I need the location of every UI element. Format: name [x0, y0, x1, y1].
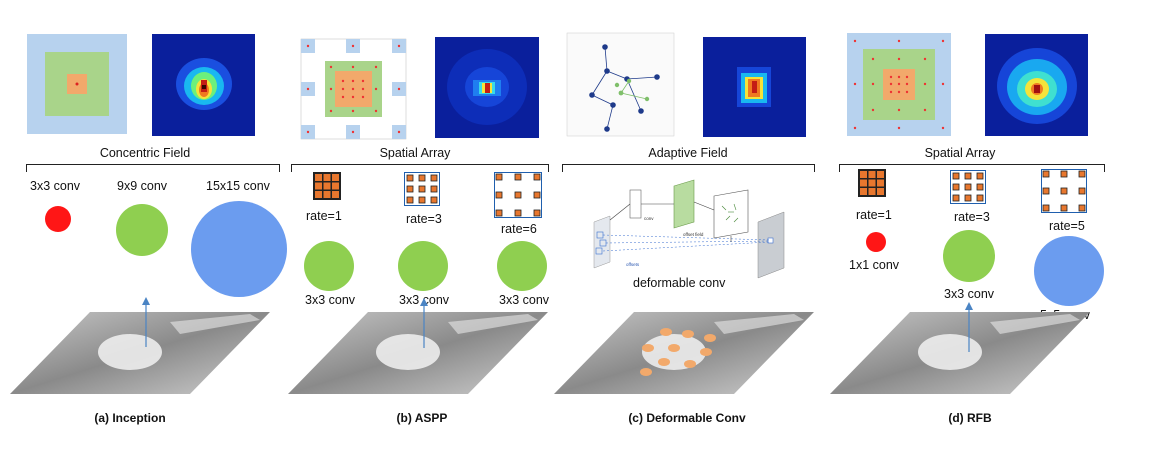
rfb-rate3-label: rate=3 — [954, 210, 990, 224]
inception-receptive-grid — [27, 34, 127, 134]
aspp-kernel-rate1 — [313, 172, 341, 200]
rfb-conv-label-1x1: 1x1 conv — [849, 258, 900, 272]
rfb-green-circle — [943, 230, 995, 282]
rfb-heatmap — [985, 34, 1088, 136]
inception-label-3x3: 3x3 conv — [30, 179, 81, 193]
aspp-arrow — [420, 298, 428, 348]
deformable-heatmap — [703, 37, 806, 137]
deformable-conv-diagram: conv offset field offsets — [593, 179, 785, 279]
rfb-kernel-rate5 — [1041, 169, 1087, 213]
aspp-rate1-label: rate=1 — [306, 209, 342, 223]
aspp-circle-1 — [304, 241, 354, 291]
aspp-kernel-rate3 — [404, 172, 440, 206]
aspp-kernel-rate6 — [494, 172, 542, 218]
deformable-conv-label: deformable conv — [633, 276, 726, 290]
rfb-rate1-label: rate=1 — [856, 208, 892, 222]
deformable-caption: (c) Deformable Conv — [628, 411, 746, 425]
aspp-circle-3 — [497, 241, 547, 291]
rfb-blue-circle — [1034, 236, 1104, 306]
aspp-heatmap — [435, 37, 539, 138]
aspp-circle-2 — [398, 241, 448, 291]
aspp-conv-label-1: 3x3 conv — [305, 293, 356, 307]
deformable-input-plane — [554, 312, 814, 394]
inception-red-circle — [45, 206, 71, 232]
deformable-brace — [562, 164, 815, 173]
rfb-rate5-label: rate=5 — [1049, 219, 1085, 233]
inception-brace — [26, 164, 280, 173]
inception-blue-circle — [191, 201, 287, 297]
inception-label-9x9: 9x9 conv — [117, 179, 168, 193]
rfb-red-circle — [866, 232, 886, 252]
aspp-conv-label-3: 3x3 conv — [499, 293, 550, 307]
rfb-input-plane — [830, 312, 1090, 394]
aspp-rate6-label: rate=6 — [501, 222, 537, 236]
aspp-rate3-label: rate=3 — [406, 212, 442, 226]
aspp-input-plane — [288, 312, 548, 394]
aspp-header: Spatial Array — [379, 146, 451, 160]
svg-text:offset field: offset field — [683, 232, 704, 237]
rfb-receptive-grid — [847, 33, 951, 136]
rfb-header: Spatial Array — [924, 146, 996, 160]
inception-input-plane — [10, 312, 270, 394]
inception-caption: (a) Inception — [94, 411, 166, 425]
aspp-receptive-grid — [300, 38, 407, 140]
svg-text:offsets: offsets — [626, 262, 640, 267]
rfb-arrow — [965, 302, 973, 352]
inception-arrow — [142, 297, 150, 347]
rfb-conv-label-3x3: 3x3 conv — [944, 287, 995, 301]
rfb-caption: (d) RFB — [948, 411, 992, 425]
aspp-brace — [291, 164, 549, 173]
inception-header: Concentric Field — [99, 146, 191, 160]
rfb-kernel-rate3 — [950, 170, 986, 204]
deformable-header: Adaptive Field — [648, 146, 728, 160]
rfb-kernel-rate1 — [858, 169, 886, 197]
inception-green-circle — [116, 204, 168, 256]
inception-label-15x15: 15x15 conv — [206, 179, 270, 193]
inception-heatmap — [152, 34, 255, 136]
deformable-sampling-grid — [566, 32, 675, 137]
rfb-brace — [839, 164, 1105, 173]
svg-text:conv: conv — [644, 216, 654, 221]
aspp-caption: (b) ASPP — [396, 411, 448, 425]
